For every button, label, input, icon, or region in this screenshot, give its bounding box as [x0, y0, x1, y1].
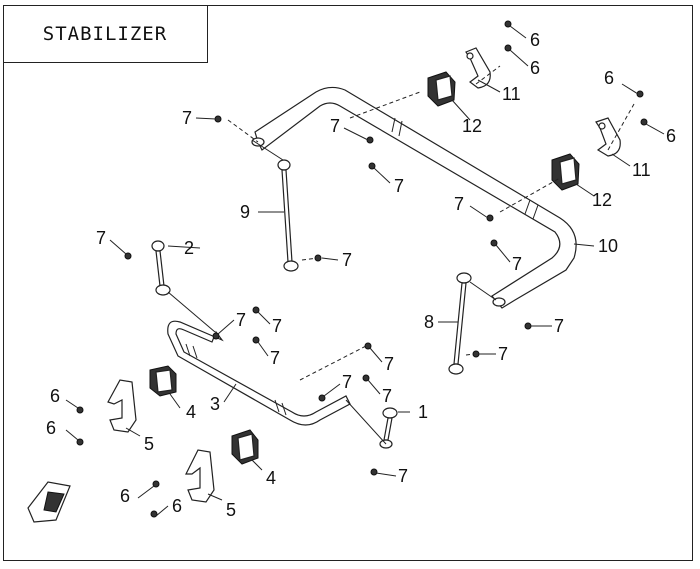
- assembly-line: [465, 353, 475, 356]
- callout-6: 6: [530, 58, 540, 78]
- callout-6: 6: [46, 418, 56, 438]
- assembly-line: [607, 103, 635, 151]
- callout-7: 7: [498, 344, 508, 364]
- callout-5: 5: [144, 434, 154, 454]
- callout-7: 7: [512, 254, 522, 274]
- bracket-upper-2: [595, 117, 621, 157]
- bracket-lower-2: [185, 449, 215, 503]
- end-link-2: [151, 240, 216, 333]
- callout-1: 1: [418, 402, 428, 422]
- callout-2: 2: [184, 238, 194, 258]
- callout-7: 7: [270, 348, 280, 368]
- callout-4: 4: [186, 402, 196, 422]
- vehicle-orientation-icon: [27, 481, 71, 523]
- callout-7: 7: [394, 176, 404, 196]
- callout-7: 7: [330, 116, 340, 136]
- callout-6: 6: [172, 496, 182, 516]
- assembly-line: [301, 257, 319, 261]
- bushing-lower-2: [231, 429, 259, 465]
- callout-6: 6: [604, 68, 614, 88]
- bushing-lower-1: [149, 365, 177, 397]
- stabilizer-bar-lower: [167, 320, 351, 426]
- title-box: STABILIZER: [3, 5, 208, 63]
- fasteners: [76, 20, 648, 518]
- callout-7: 7: [182, 108, 192, 128]
- end-link-8: [448, 272, 497, 375]
- callout-6: 6: [50, 386, 60, 406]
- callout-7: 7: [342, 250, 352, 270]
- end-link-1: [345, 399, 398, 449]
- bracket-lower-1: [107, 379, 137, 433]
- callout-7: 7: [554, 316, 564, 336]
- end-link-9: [251, 139, 299, 272]
- callout-7: 7: [454, 194, 464, 214]
- callout-10: 10: [598, 236, 618, 256]
- callout-7: 7: [382, 386, 392, 406]
- callout-11: 11: [502, 84, 521, 104]
- leader-lines: [65, 25, 665, 517]
- assembly-line: [299, 345, 367, 381]
- assembly-line: [475, 65, 501, 85]
- callout-11: 11: [632, 160, 651, 180]
- bushing-upper-1: [427, 71, 456, 107]
- callout-6: 6: [120, 486, 130, 506]
- callout-7: 7: [342, 372, 352, 392]
- bushing-upper-2: [551, 153, 580, 191]
- callout-7: 7: [96, 228, 106, 248]
- callout-5: 5: [226, 500, 236, 520]
- diagram-title: STABILIZER: [42, 22, 168, 45]
- callout-4: 4: [266, 468, 276, 488]
- assembly-line: [349, 91, 421, 119]
- callout-7: 7: [272, 316, 282, 336]
- callout-12: 12: [462, 116, 482, 136]
- callout-3: 3: [210, 394, 220, 414]
- callout-6: 6: [666, 126, 676, 146]
- stabilizer-bar-upper: [251, 86, 577, 309]
- callout-12: 12: [592, 190, 612, 210]
- callout-9: 9: [240, 202, 250, 222]
- assembly-line: [227, 119, 259, 143]
- callout-8: 8: [424, 312, 434, 332]
- callout-7: 7: [384, 354, 394, 374]
- assembly-line: [499, 177, 561, 213]
- drawing-frame: [3, 5, 693, 561]
- callout-7: 7: [236, 310, 246, 330]
- callout-7: 7: [398, 466, 408, 486]
- callout-6: 6: [530, 30, 540, 50]
